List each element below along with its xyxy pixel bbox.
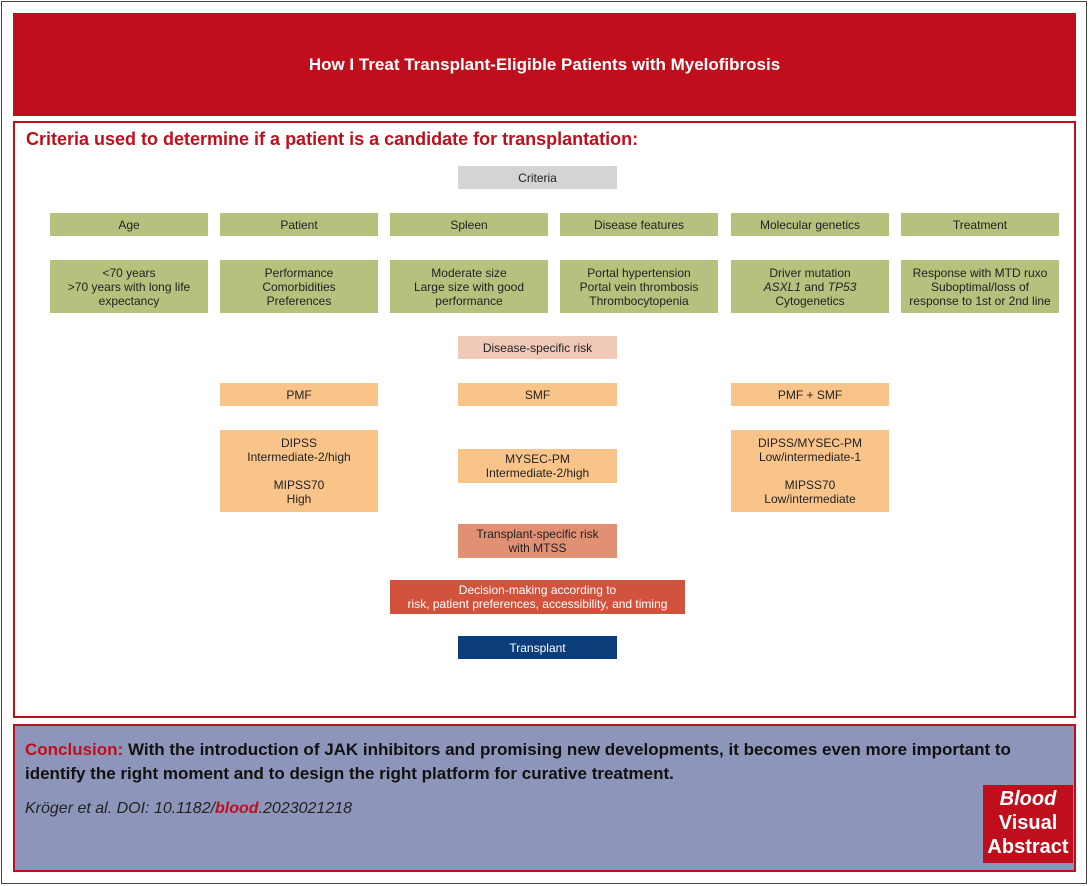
citation-journal: blood bbox=[215, 800, 259, 817]
category-detail-treatment: Response with MTD ruxo Suboptimal/loss o… bbox=[901, 260, 1059, 313]
logo-line: Blood bbox=[999, 788, 1057, 810]
logo-line: Visual bbox=[998, 812, 1058, 834]
logo-line: Abstract bbox=[987, 836, 1069, 858]
detail-line: >70 years with long life bbox=[67, 279, 191, 294]
category-detail-spleen: Moderate size Large size with good perfo… bbox=[390, 260, 548, 313]
category-title: Treatment bbox=[952, 217, 1008, 232]
detail-line: Thrombocytopenia bbox=[589, 293, 689, 308]
detail-line: Portal vein thrombosis bbox=[579, 279, 699, 294]
pmf-label: PMF bbox=[286, 387, 312, 402]
citation-prefix: Kröger et al. DOI: 10.1182/ bbox=[25, 800, 216, 817]
page-title: How I Treat Transplant-Eligible Patients… bbox=[308, 54, 781, 74]
detail-line: Performance bbox=[264, 265, 334, 280]
transplant-box: Transplant bbox=[458, 636, 617, 659]
category-title: Patient bbox=[280, 217, 318, 232]
category-header-age: Age bbox=[50, 213, 208, 236]
conclusion-text: Conclusion: With the introduction of JAK… bbox=[25, 738, 1065, 786]
criteria-panel: Criteria used to determine if a patient … bbox=[13, 121, 1076, 718]
criteria-heading: Criteria used to determine if a patient … bbox=[26, 129, 639, 149]
disease-specific-risk-box: Disease-specific risk bbox=[458, 336, 617, 359]
smf-box: SMF bbox=[458, 383, 617, 406]
category-title: Spleen bbox=[450, 217, 488, 232]
detail-line-genes: ASXL1 and TP53 bbox=[763, 279, 857, 294]
detail-line: Response with MTD ruxo bbox=[912, 265, 1048, 280]
pmf-smf-label: PMF + SMF bbox=[777, 387, 843, 402]
category-title: Disease features bbox=[593, 217, 685, 232]
score-line: DIPSS/MYSEC-PM bbox=[757, 436, 862, 450]
pmf-box: PMF bbox=[220, 383, 378, 406]
detail-line: Driver mutation bbox=[769, 265, 851, 280]
pmf-scores-box: DIPSS Intermediate-2/high MIPSS70 High bbox=[220, 430, 378, 512]
transplant-specific-risk-box: Transplant-specific risk with MTSS bbox=[458, 524, 617, 558]
citation-suffix: .2023021218 bbox=[258, 800, 353, 817]
transplant-label: Transplant bbox=[509, 640, 566, 655]
decision-line: Decision-making according to bbox=[458, 583, 617, 597]
category-detail-molecular-genetics: Driver mutation ASXL1 and TP53 Cytogenet… bbox=[731, 260, 889, 313]
score-line: Intermediate-2/high bbox=[485, 466, 590, 480]
score-line: DIPSS bbox=[280, 436, 317, 450]
category-header-treatment: Treatment bbox=[901, 213, 1059, 236]
category-detail-patient: Performance Comorbidities Preferences bbox=[220, 260, 378, 313]
detail-line: Large size with good bbox=[413, 279, 525, 294]
criteria-label: Criteria bbox=[518, 170, 557, 185]
detail-line: performance bbox=[435, 293, 503, 308]
decision-making-box: Decision-making according to risk, patie… bbox=[390, 580, 685, 614]
score-line: High bbox=[286, 492, 312, 506]
pmf-smf-box: PMF + SMF bbox=[731, 383, 889, 406]
category-title: Molecular genetics bbox=[759, 217, 861, 232]
transplant-risk-line: Transplant-specific risk bbox=[476, 527, 599, 541]
criteria-label-box: Criteria bbox=[458, 166, 617, 189]
category-header-patient: Patient bbox=[220, 213, 378, 236]
category-detail-disease-features: Portal hypertension Portal vein thrombos… bbox=[560, 260, 718, 313]
category-detail-age: <70 years >70 years with long life expec… bbox=[50, 260, 208, 313]
detail-line: Portal hypertension bbox=[587, 265, 691, 280]
decision-line: risk, patient preferences, accessibility… bbox=[407, 597, 668, 611]
citation: Kröger et al. DOI: 10.1182/blood.2023021… bbox=[25, 800, 352, 818]
disease-specific-risk-label: Disease-specific risk bbox=[482, 340, 593, 355]
detail-line: Comorbidities bbox=[262, 279, 336, 294]
detail-line: Preferences bbox=[266, 293, 332, 308]
detail-line: Suboptimal/loss of bbox=[930, 279, 1030, 294]
category-header-spleen: Spleen bbox=[390, 213, 548, 236]
detail-line: <70 years bbox=[102, 265, 156, 280]
score-line: MIPSS70 bbox=[784, 478, 836, 492]
category-title: Age bbox=[118, 217, 140, 232]
score-line: MIPSS70 bbox=[273, 478, 325, 492]
detail-line: Moderate size bbox=[431, 265, 507, 280]
score-line: Low/intermediate-1 bbox=[758, 450, 862, 464]
detail-line: response to 1st or 2nd line bbox=[909, 293, 1051, 308]
category-header-disease-features: Disease features bbox=[560, 213, 718, 236]
score-line: Low/intermediate bbox=[764, 492, 856, 506]
detail-line: expectancy bbox=[98, 293, 160, 308]
conclusion-label: Conclusion: bbox=[25, 740, 124, 759]
detail-line: Cytogenetics bbox=[775, 293, 845, 308]
conclusion-panel: Conclusion: With the introduction of JAK… bbox=[13, 724, 1076, 872]
conclusion-body: With the introduction of JAK inhibitors … bbox=[25, 740, 1011, 783]
pmf-smf-scores-box: DIPSS/MYSEC-PM Low/intermediate-1 MIPSS7… bbox=[731, 430, 889, 512]
score-line: MYSEC-PM bbox=[505, 452, 570, 466]
smf-label: SMF bbox=[524, 387, 551, 402]
blood-visual-abstract-logo: Blood Visual Abstract bbox=[983, 785, 1073, 863]
score-line: Intermediate-2/high bbox=[247, 450, 351, 464]
category-header-molecular-genetics: Molecular genetics bbox=[731, 213, 889, 236]
header-banner: How I Treat Transplant-Eligible Patients… bbox=[13, 13, 1076, 116]
transplant-risk-line: with MTSS bbox=[508, 541, 567, 555]
smf-scores-box: MYSEC-PM Intermediate-2/high bbox=[458, 449, 617, 483]
